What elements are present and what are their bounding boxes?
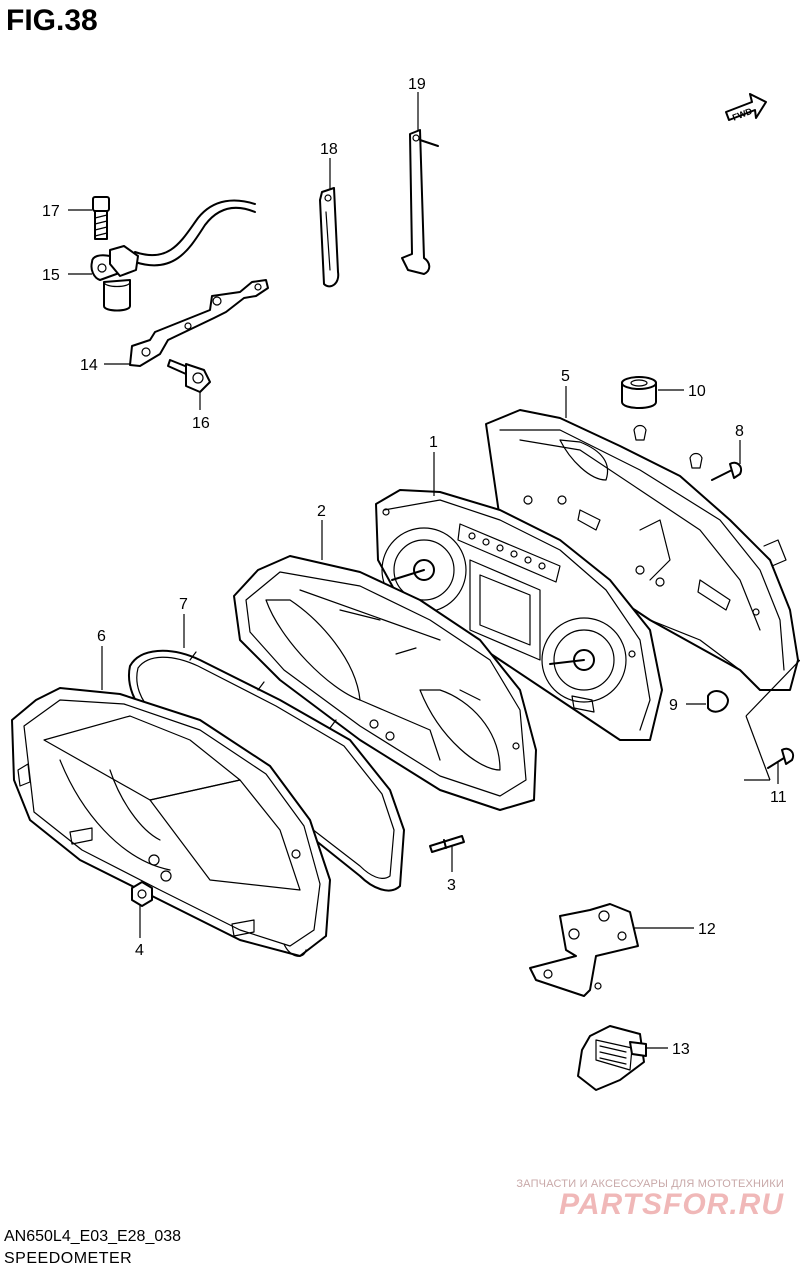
watermark: ЗАПЧАСТИ И АКСЕССУАРЫ ДЛЯ МОТОТЕХНИКИ PA… [484,1178,784,1222]
callout-15: 15 [42,267,60,284]
callout-4: 4 [135,942,144,959]
part-3-pin [429,835,465,853]
part-11-screw [767,747,794,769]
callout-7: 7 [179,596,188,613]
part-13-connector [577,1025,647,1091]
part-4-nut [131,881,153,907]
part-2-lens-frame [233,555,537,811]
callout-12: 12 [698,921,716,938]
callout-labels: 1 2 3 4 5 6 7 8 9 10 11 12 13 14 15 16 1… [42,76,787,1058]
part-19-clip [401,129,439,275]
part-16-flange-bolt [167,359,211,393]
part-8-screw [711,461,742,481]
callout-1: 1 [429,434,438,451]
part-15-speed-sensor [90,199,256,312]
callout-10: 10 [688,383,706,400]
callout-2: 2 [317,503,326,520]
section-name: SPEEDOMETER [4,1250,133,1267]
callout-3: 3 [447,877,456,894]
callout-5: 5 [561,368,570,385]
part-9-cap [707,690,729,713]
part-10-grommet [621,376,657,409]
callout-16: 16 [192,415,210,432]
fwd-arrow: FWD [725,93,767,123]
figure-title: FIG.38 [6,4,98,37]
part-12-bracket-plate [529,903,639,997]
callout-14: 14 [80,357,98,374]
part-14-sensor-bracket [129,279,269,367]
part-6-front-case [11,687,331,957]
callout-11: 11 [770,789,787,806]
callout-6: 6 [97,628,106,645]
part-18-clip [319,187,340,288]
callout-8: 8 [735,423,744,440]
watermark-brand: PARTSFOR.RU [559,1188,784,1221]
callout-18: 18 [320,141,338,158]
part-17-bolt [92,196,110,240]
callout-13: 13 [672,1041,690,1058]
watermark-tagline: ЗАПЧАСТИ И АКСЕССУАРЫ ДЛЯ МОТОТЕХНИКИ [516,1178,784,1190]
callout-19: 19 [408,76,426,93]
callout-leaders [68,92,800,1049]
callout-17: 17 [42,203,60,220]
model-code: AN650L4_E03_E28_038 [4,1228,182,1245]
callout-9: 9 [669,697,678,714]
